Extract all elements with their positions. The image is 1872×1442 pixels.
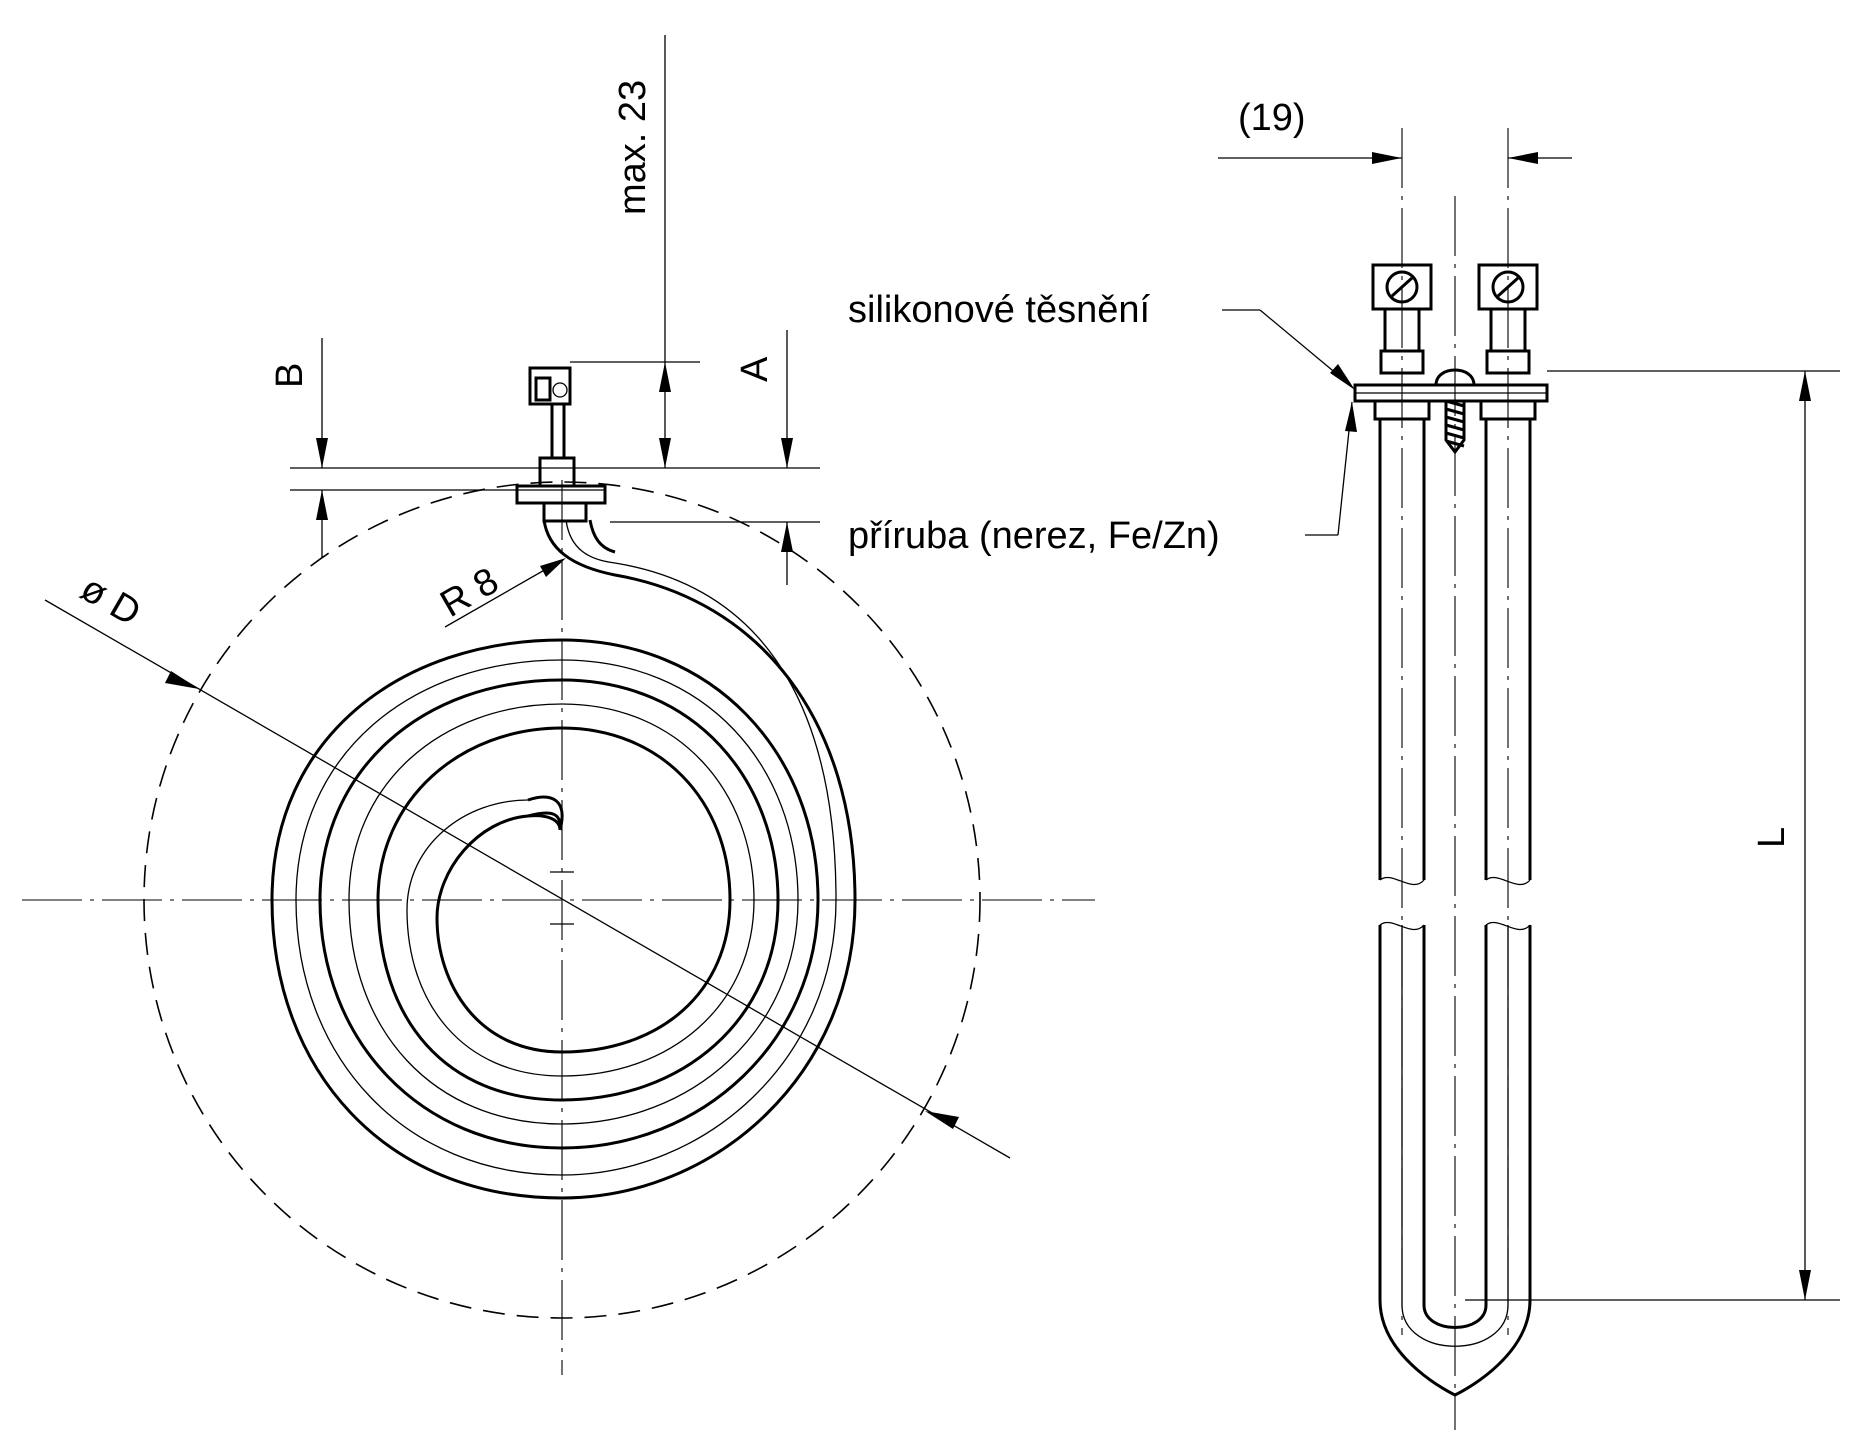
flange-gland bbox=[542, 501, 588, 523]
spiral-tube-outer-edge bbox=[270, 519, 857, 1200]
mounting-screw-thread-icon bbox=[1444, 399, 1466, 455]
right-terminal-screw-slot bbox=[1496, 276, 1520, 298]
flange-arrow bbox=[1345, 402, 1357, 432]
a-arrow-top bbox=[781, 438, 793, 468]
b-arrow-top bbox=[316, 438, 328, 468]
mounting-screw-head-icon bbox=[1434, 368, 1476, 387]
right-terminal-nut bbox=[1485, 349, 1531, 375]
dim19-label: (19) bbox=[1238, 97, 1306, 139]
b-arrow-bottom bbox=[316, 490, 328, 520]
diameter-arrow-right bbox=[925, 1111, 959, 1129]
max23-arrow-top bbox=[659, 362, 671, 392]
diameter-label: ø D bbox=[74, 567, 148, 634]
silicone-seal-arrow bbox=[1330, 364, 1355, 390]
terminal-screw bbox=[534, 376, 552, 402]
r8-arrow bbox=[540, 558, 566, 577]
left-terminal-screw-slot bbox=[1390, 276, 1414, 298]
max23-label: max. 23 bbox=[612, 80, 654, 215]
hairpin-inner-edge bbox=[1422, 925, 1488, 1329]
left-tube-break-upper bbox=[1379, 876, 1425, 886]
right-terminal-screw-icon bbox=[1491, 270, 1525, 304]
terminal-block bbox=[528, 366, 572, 406]
spiral-tube-end-cap bbox=[527, 795, 564, 831]
flange-plate bbox=[515, 484, 607, 505]
r8-leader-line bbox=[444, 559, 563, 628]
dim19-arrow-right bbox=[1508, 152, 1538, 164]
hairpin-outer-edge bbox=[1378, 925, 1532, 1397]
side-view: (19) bbox=[848, 97, 1840, 1430]
spiral-tube-centerline bbox=[295, 519, 837, 1176]
diameter-dimension-line bbox=[44, 599, 1011, 1159]
hairpin-centerline bbox=[1401, 925, 1509, 1347]
flange-label: příruba (nerez, Fe/Zn) bbox=[848, 515, 1220, 557]
right-gland bbox=[1479, 399, 1537, 421]
l-arrow-top bbox=[1799, 371, 1811, 401]
a-label: A bbox=[734, 356, 776, 382]
left-gland bbox=[1373, 399, 1431, 421]
b-label: B bbox=[269, 363, 311, 388]
a-arrow-bottom bbox=[781, 522, 793, 552]
silicone-seal-label: silikonové těsnění bbox=[848, 289, 1151, 331]
left-terminal-nut bbox=[1379, 349, 1425, 375]
right-tube-break-upper bbox=[1485, 876, 1531, 886]
spiral-view: max. 23 A B R 8 ø D bbox=[22, 35, 1095, 1375]
terminal-stem bbox=[550, 402, 566, 460]
diameter-arrow-left bbox=[165, 671, 199, 689]
outer-diameter-circle bbox=[143, 481, 981, 1319]
l-label: L bbox=[1751, 827, 1793, 848]
dim19-arrow-left bbox=[1372, 152, 1402, 164]
terminal-screw-head-icon bbox=[552, 382, 568, 398]
l-arrow-bottom bbox=[1799, 1270, 1811, 1300]
left-terminal-screw-icon bbox=[1385, 270, 1419, 304]
spiral-tube-inner-edge bbox=[588, 519, 616, 554]
r8-label: R 8 bbox=[434, 560, 506, 626]
max23-arrow-bottom bbox=[659, 438, 671, 468]
